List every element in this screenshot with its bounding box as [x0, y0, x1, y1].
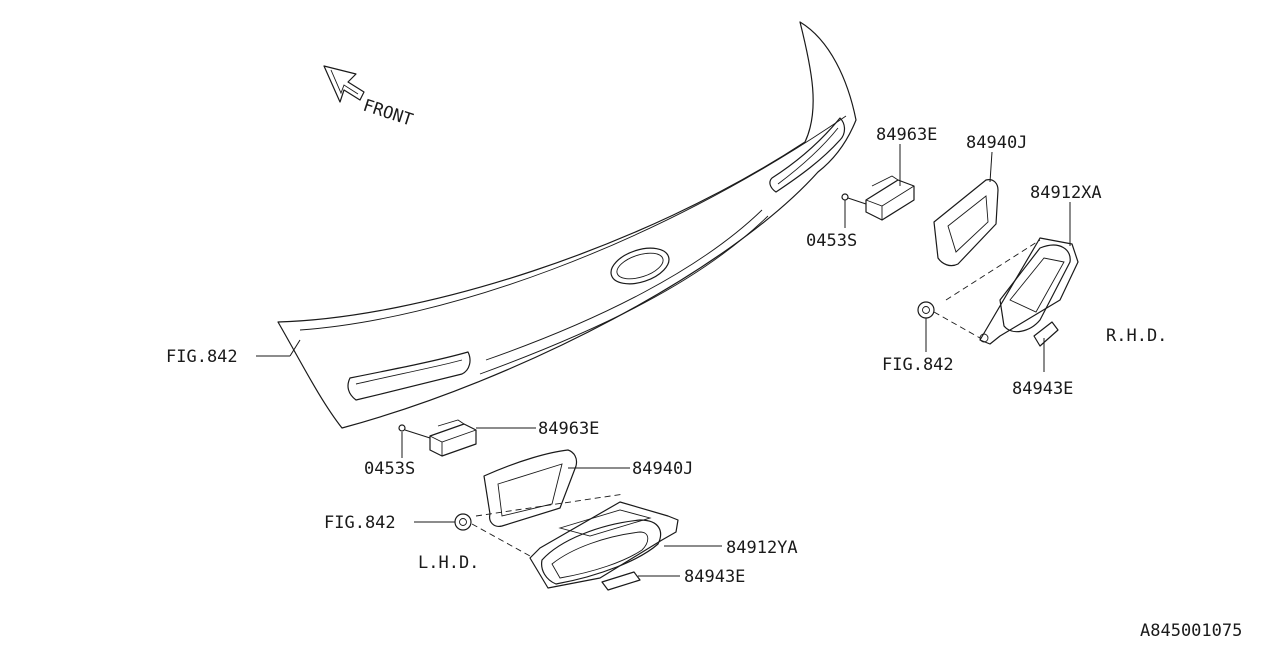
unit-84963e-right	[865, 175, 915, 221]
callout-0453s-left: 0453S	[364, 459, 415, 479]
assembly-line-right	[933, 311, 981, 339]
assembly-line-left	[471, 523, 531, 557]
front-label: FRONT	[360, 96, 415, 131]
leader-lines	[256, 144, 1071, 577]
screw-0453s-right	[841, 193, 867, 205]
screw-0453s-left	[398, 424, 431, 439]
callout-84943e-right: 84943E	[1012, 379, 1073, 399]
lamp-84912xa	[979, 237, 1079, 345]
unit-84963e-left	[429, 419, 477, 457]
callout-84963e-right: 84963E	[876, 125, 937, 145]
reflector-84943e-right	[1033, 321, 1059, 347]
gasket-84940j-right	[933, 179, 999, 267]
assembly-line-left-upper	[475, 493, 625, 517]
gasket-84940j-left	[483, 449, 578, 527]
callout-84912ya: 84912YA	[726, 538, 798, 558]
callout-fig842-left: FIG.842	[324, 513, 396, 533]
callout-fig842-spoiler: FIG.842	[166, 347, 238, 367]
callout-0453s-right: 0453S	[806, 231, 857, 251]
nut-fig842-right	[917, 301, 935, 319]
nut-fig842-left	[454, 513, 472, 531]
callout-84912xa: 84912XA	[1030, 183, 1102, 203]
rear-garnish	[277, 21, 857, 429]
assembly-line-right-upper	[945, 239, 1041, 301]
front-arrow-icon	[323, 65, 365, 103]
callout-84963e-left: 84963E	[538, 419, 599, 439]
label-rhd: R.H.D.	[1106, 326, 1167, 346]
diagram-id: A845001075	[1140, 621, 1242, 640]
callout-84940j-left: 84940J	[632, 459, 693, 479]
label-lhd: L.H.D.	[418, 553, 479, 573]
lamp-84912ya	[529, 501, 679, 589]
callout-84943e-left: 84943E	[684, 567, 745, 587]
reflector-84943e-left	[601, 571, 641, 591]
callout-84940j-right: 84940J	[966, 133, 1027, 153]
callout-fig842-right: FIG.842	[882, 355, 954, 375]
